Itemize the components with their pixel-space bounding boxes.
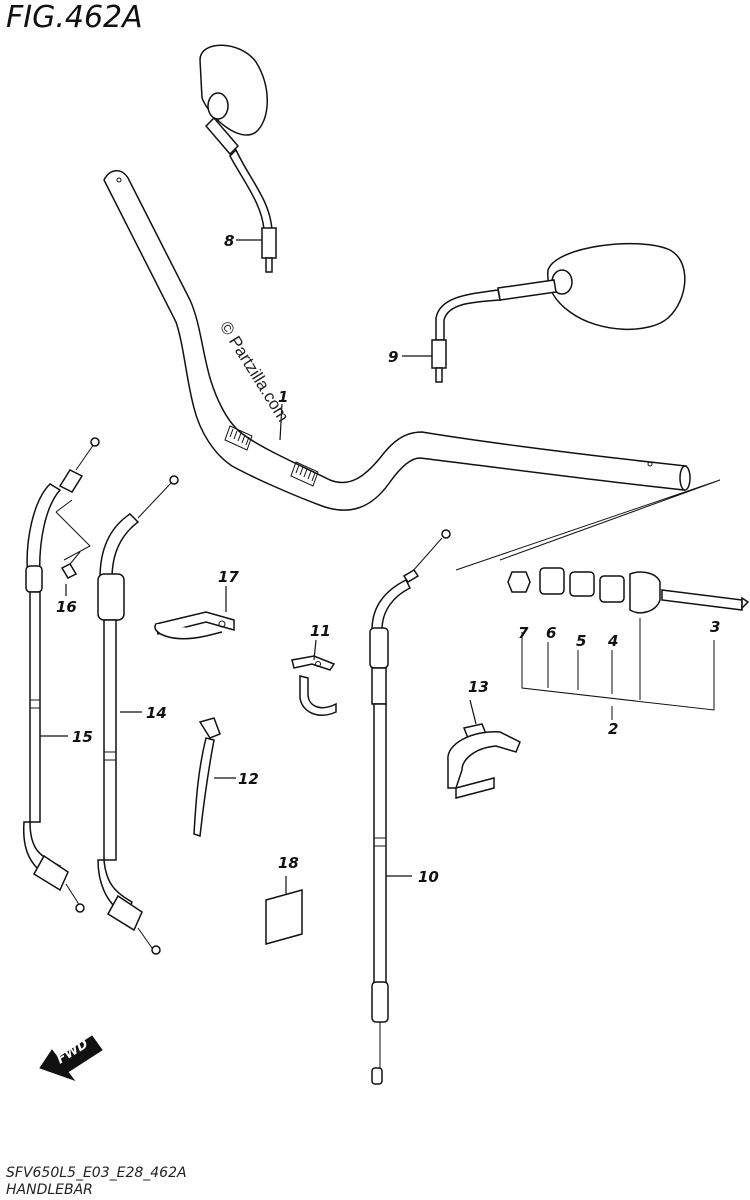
callout-6: 6 [546,624,556,642]
cable-tie-12[interactable] [193,717,221,838]
throttle-cable-15[interactable] [22,437,100,913]
screw-16[interactable] [55,499,91,579]
leader-lines [40,239,477,894]
throttle-cable-14[interactable] [97,475,179,955]
clamp-17[interactable] [154,611,235,640]
guide-11[interactable] [291,655,337,716]
callout-13: 13 [468,678,489,696]
callout-15: 15 [72,728,93,746]
bar-end-balancer-set[interactable] [455,479,750,720]
callout-5: 5 [576,632,586,650]
callout-16: 16 [56,598,77,616]
callout-18: 18 [278,854,299,872]
callout-10: 10 [418,868,439,886]
figure-title: FIG.462A [6,0,143,35]
callout-2: 2 [608,720,618,738]
callout-14: 14 [146,704,167,722]
clutch-cable-10[interactable] [369,529,451,1085]
mirror-left-part[interactable] [199,44,277,273]
holder-13[interactable] [447,723,521,799]
callout-4: 4 [607,632,618,650]
callout-11: 11 [310,622,331,640]
callout-3: 3 [710,618,720,636]
handlebar-part[interactable] [103,170,691,511]
callout-7: 7 [518,624,529,642]
figure-name: HANDLEBAR [6,1182,93,1198]
callout-8: 8 [224,232,234,250]
figure-code: SFV650L5_E03_E28_462A [6,1165,187,1181]
callout-12: 12 [238,770,259,788]
callout-17: 17 [218,568,239,586]
callout-1: 1 [278,388,288,406]
label-18[interactable] [265,889,303,945]
fwd-arrow: FWD [39,1035,103,1082]
mirror-right-part[interactable] [431,242,686,383]
callout-9: 9 [388,348,398,366]
